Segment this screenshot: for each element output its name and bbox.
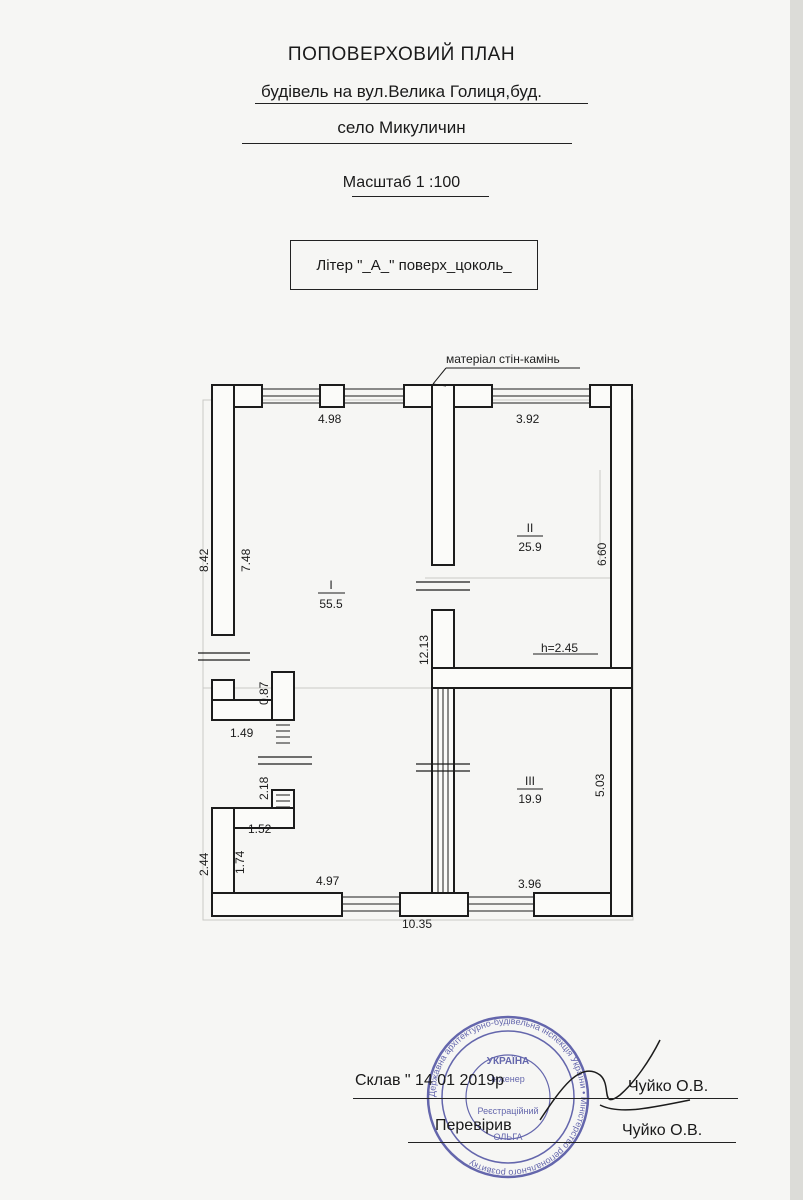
- page-edge: [790, 0, 803, 1200]
- wall-right: [610, 384, 633, 917]
- dim-room3-right: 5.03: [593, 773, 607, 797]
- wall-center-upper: [431, 384, 455, 566]
- compiled-name: Чуйко О.В.: [628, 1078, 709, 1095]
- wall-left-upper: [211, 384, 235, 636]
- height-label: h=2.45: [541, 641, 578, 655]
- room-3-number: III: [525, 774, 535, 788]
- stamp-country: УКРАЇНА: [487, 1054, 530, 1067]
- liter-label: Літер "_А_" поверх_цоколь_: [316, 256, 512, 274]
- checked-label: Перевірив: [435, 1117, 512, 1134]
- dim-bottom-left: 4.97: [316, 874, 340, 888]
- room-2-number: II: [527, 521, 534, 535]
- stamp-name: ОЛЬГА: [494, 1132, 523, 1142]
- checked-name: Чуйко О.В.: [622, 1122, 703, 1139]
- dim-top-right: 3.92: [516, 412, 540, 426]
- plan-title: ПОПОВЕРХОВИЙ ПЛАН: [287, 44, 516, 65]
- dim-left-lower-inner: 1.74: [233, 850, 247, 874]
- dim-room2-right: 6.60: [595, 542, 609, 566]
- address-underline: [255, 103, 588, 104]
- material-label: матеріал стін-камінь: [446, 352, 560, 366]
- wall-bottom-center: [399, 892, 469, 917]
- dim-left-outer: 8.42: [197, 548, 211, 572]
- room-2-area: 25.9: [518, 540, 542, 554]
- checked-underline: [408, 1142, 736, 1143]
- wall-room2-bottom: [431, 667, 633, 689]
- dim-bottom-right: 3.96: [518, 877, 542, 891]
- compiled-underline: [353, 1098, 738, 1099]
- scale-underline: [352, 196, 489, 197]
- dim-center-vertical: 12.13: [417, 635, 431, 665]
- wall-bottom-left: [211, 892, 343, 917]
- dim-stair-run: 2.18: [257, 776, 271, 800]
- doors: [198, 581, 470, 772]
- dim-top-left: 4.98: [318, 412, 342, 426]
- official-stamp: Державна архітектурно-будівельна інспекц…: [426, 1015, 590, 1179]
- signature: [539, 1039, 691, 1121]
- stamp-registration: Реєстраційний: [477, 1106, 538, 1116]
- compiled-label: Склав " 14 01 2019р: [355, 1072, 505, 1089]
- scale-label: Масштаб 1 :100: [342, 174, 461, 191]
- room-labels: I 55.5 II 25.9 III 19.9: [318, 521, 543, 806]
- wall-stair-post: [271, 671, 295, 721]
- dimensions: 4.98 3.92 8.42 7.48 6.60 12.13 0.87 1.49…: [197, 412, 609, 931]
- dim-step-lower: 1.52: [248, 822, 272, 836]
- liter-box: Літер "_А_" поверх_цоколь_: [290, 240, 538, 290]
- room-1-area: 55.5: [319, 597, 343, 611]
- stamp-role: Інженер: [491, 1074, 524, 1084]
- dim-stair-width: 1.49: [230, 726, 254, 740]
- dim-stair-small: 0.87: [257, 681, 271, 705]
- material-callout: матеріал стін-камінь: [432, 352, 580, 387]
- building-address: будівель на вул.Велика Голиця,буд.: [260, 82, 543, 101]
- windows: [262, 388, 590, 912]
- dim-left-lower-outer: 2.44: [197, 852, 211, 876]
- dim-left-inner: 7.48: [239, 548, 253, 572]
- dim-bottom-total: 10.35: [402, 917, 432, 931]
- village-name: село Микуличин: [337, 118, 466, 137]
- room-3-area: 19.9: [518, 792, 542, 806]
- room-1-number: I: [329, 578, 332, 592]
- stairs: [276, 724, 290, 808]
- village-underline: [242, 143, 572, 144]
- wall-pier: [319, 384, 345, 408]
